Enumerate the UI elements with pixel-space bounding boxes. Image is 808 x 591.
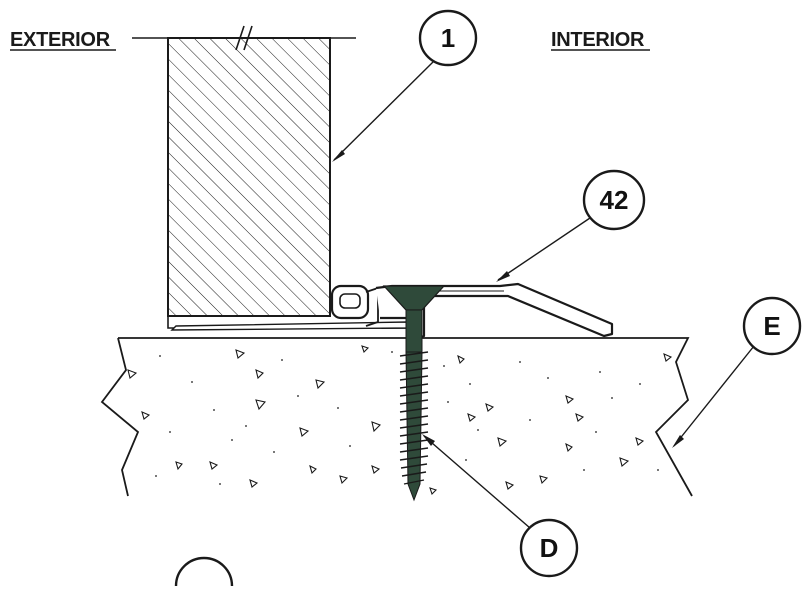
callout-e-text: E [763,311,780,341]
concrete-substrate [100,337,693,497]
threshold-profile [330,282,614,340]
callout-1: 1 [332,9,478,162]
callout-42: 42 [496,169,646,282]
partial-callout-bottom [174,556,234,587]
callout-1-text: 1 [441,23,455,53]
callout-d: D [422,434,579,578]
callout-d-text: D [540,533,559,563]
exterior-label: EXTERIOR [10,29,111,51]
anchor-screw [382,285,446,502]
callout-e: E [672,296,802,448]
callout-42-text: 42 [600,185,629,215]
door-slab [167,37,331,317]
interior-label: INTERIOR [551,29,645,51]
